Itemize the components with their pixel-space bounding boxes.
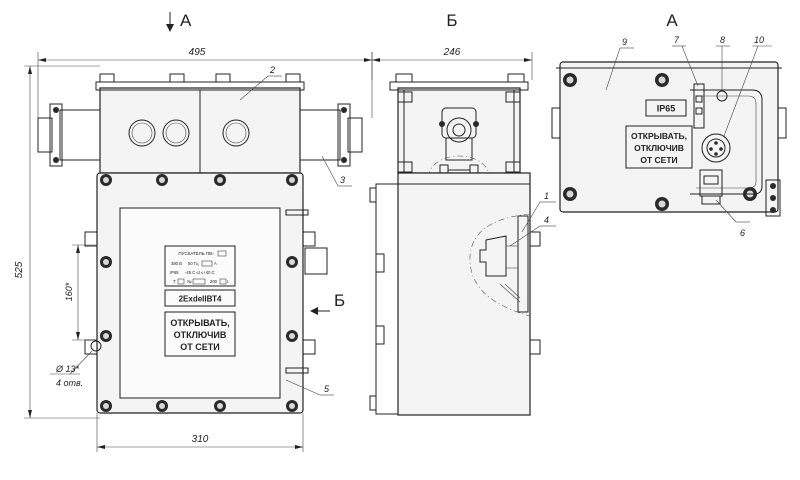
left-cable-gland (37, 103, 101, 167)
warning-plate (164, 311, 236, 357)
section-a-marker: А (180, 11, 192, 30)
svg-text:ОТ СЕТИ: ОТ СЕТИ (640, 155, 677, 165)
enclosure-bolts (100, 174, 298, 412)
dim-246-label: 246 (443, 47, 461, 58)
svg-text:ОТКЛЮЧИВ: ОТКЛЮЧИВ (634, 143, 684, 153)
nameplate: ПУСКАТЕЛЬ ПВ- 380 В 50 Гц А IP65 -45 С ≤… (164, 245, 236, 287)
svg-text:-45 С ≤t ≤+40 С: -45 С ≤t ≤+40 С (185, 270, 215, 275)
dim-160-label: 160* (64, 282, 74, 301)
terminal-block (765, 179, 781, 217)
indicator-lamp (716, 90, 728, 102)
mount-bracket (84, 231, 98, 247)
svg-text:50 Гц: 50 Гц (188, 261, 199, 266)
ex-marking-plate (164, 289, 236, 307)
callout-1: 1 (544, 191, 549, 201)
view-a-title: А (666, 11, 678, 30)
callout-4: 4 (544, 215, 549, 225)
callout-10: 10 (754, 35, 764, 45)
side-cable-gland (439, 107, 479, 161)
svg-text:ПУСКАТЕЛЬ ПВ-: ПУСКАТЕЛЬ ПВ- (178, 251, 214, 256)
dim-495-label: 495 (189, 47, 206, 58)
warning-line3: ОТ СЕТИ (180, 342, 219, 352)
mounting-rail (517, 215, 529, 313)
svg-text:200: 200 (210, 279, 218, 284)
top-warning-plate (625, 125, 693, 169)
warning-line2: ОТКЛЮЧИВ (174, 330, 227, 340)
hole-count-label: 4 отв. (56, 378, 83, 388)
front-view: А 495 525 (14, 11, 373, 452)
mount-bracket (302, 231, 316, 247)
side-main-body (397, 172, 531, 416)
control-handle (304, 247, 328, 275)
svg-text:ОТКРЫВАТЬ,: ОТКРЫВАТЬ, (631, 131, 687, 141)
view-b-title: Б (446, 11, 457, 30)
ip-rating-label: IP65 (657, 104, 676, 114)
svg-text:г.: г. (227, 279, 229, 284)
svg-text:380 В: 380 В (171, 261, 182, 266)
warning-line1: ОТКРЫВАТЬ, (170, 318, 229, 328)
dim-310-label: 310 (192, 434, 209, 445)
hole-diameter-label: Ø 13* (55, 364, 80, 374)
side-view: Б 246 (369, 11, 556, 416)
mount-hole (90, 340, 102, 352)
internal-component (479, 235, 507, 277)
callout-5: 5 (324, 384, 330, 394)
side-cover-flange (375, 183, 399, 415)
svg-text:А: А (214, 261, 217, 266)
indicator-module (693, 83, 705, 129)
svg-text:Т: Т (173, 279, 176, 284)
callout-8: 8 (720, 35, 725, 45)
connector-socket (701, 133, 731, 163)
callout-3: 3 (340, 175, 345, 185)
callout-7: 7 (674, 35, 680, 45)
cable-entry (222, 119, 250, 147)
side-top-box (397, 87, 521, 174)
ex-marking-label: 2ExdeIIВТ4 (179, 295, 222, 304)
callout-2: 2 (269, 65, 275, 75)
svg-text:IP65: IP65 (170, 270, 179, 275)
top-view: А IP65 ОТКРЫВАТЬ, ОТКЛЮЧИВ ОТ СЕТИ (551, 11, 787, 238)
svg-text:№: № (187, 279, 192, 284)
ip-rating-plate (645, 99, 687, 117)
section-a-arrowhead (166, 24, 174, 32)
section-b-marker: Б (334, 291, 345, 310)
mount-bracket (302, 339, 316, 355)
callout-6: 6 (740, 228, 745, 238)
dim-525-label: 525 (14, 261, 25, 278)
right-cable-gland (299, 103, 363, 167)
front-cover-panel (119, 207, 281, 399)
cable-entry (162, 119, 190, 147)
cable-entry (128, 119, 156, 147)
callout-9: 9 (622, 37, 627, 47)
